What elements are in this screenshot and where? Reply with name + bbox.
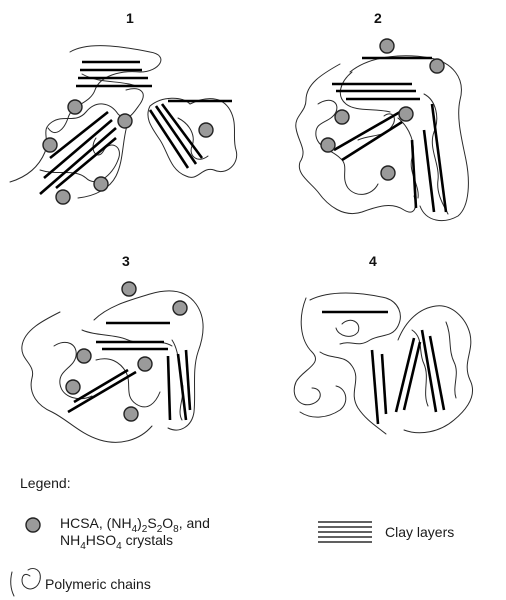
clay-stack — [168, 350, 190, 420]
clay-stack — [150, 101, 232, 168]
clay-stack — [332, 58, 432, 99]
crystal — [381, 166, 395, 180]
clay-stack — [372, 330, 444, 424]
crystal — [380, 39, 394, 53]
polymer-chain — [336, 320, 359, 336]
panel-number-4: 4 — [369, 253, 377, 269]
crystal — [77, 349, 91, 363]
crystal — [122, 282, 136, 296]
crystal — [430, 59, 444, 73]
panel-3: 3 — [22, 253, 203, 442]
panel-2: 2 — [296, 10, 469, 221]
polymer-chain — [300, 386, 346, 417]
panel-number-3: 3 — [122, 253, 130, 269]
panel-number-1: 1 — [126, 10, 134, 26]
crystal — [66, 380, 80, 394]
polymer-chain — [310, 293, 400, 344]
crystal — [321, 138, 335, 152]
crystal — [68, 100, 82, 114]
legend-crystal-label-line2: NH4HSO4 crystals — [60, 532, 173, 552]
crystal — [43, 138, 57, 152]
polymer-chain — [446, 322, 456, 398]
polymer-chain — [82, 330, 172, 346]
polymer-chain — [350, 56, 468, 221]
legend: Legend: HCSA, (NH4)2S2O8, and NH4HSO4 cr… — [11, 475, 455, 596]
crystal — [173, 301, 187, 315]
crystal — [56, 190, 70, 204]
polymer-chain — [294, 298, 320, 405]
legend-clay-icon — [318, 522, 372, 542]
legend-title: Legend: — [20, 475, 71, 491]
crystal — [335, 110, 349, 124]
crystal — [199, 123, 213, 137]
panel-4: 4 — [294, 253, 472, 434]
legend-clay-label: Clay layers — [385, 524, 454, 540]
crystal — [138, 357, 152, 371]
crystal — [399, 107, 413, 121]
panel-1: 1 — [10, 10, 237, 204]
crystal — [118, 114, 132, 128]
crystal — [124, 407, 138, 421]
crystal — [94, 177, 108, 191]
panel-number-2: 2 — [374, 10, 382, 26]
polymer-chain — [48, 46, 161, 133]
legend-chain-icon — [11, 568, 41, 596]
clay-stack — [96, 323, 170, 349]
legend-chain-label: Polymeric chains — [45, 576, 151, 592]
clay-stack — [412, 104, 446, 212]
polymer-chain — [148, 98, 237, 177]
legend-crystal-icon — [26, 518, 40, 532]
